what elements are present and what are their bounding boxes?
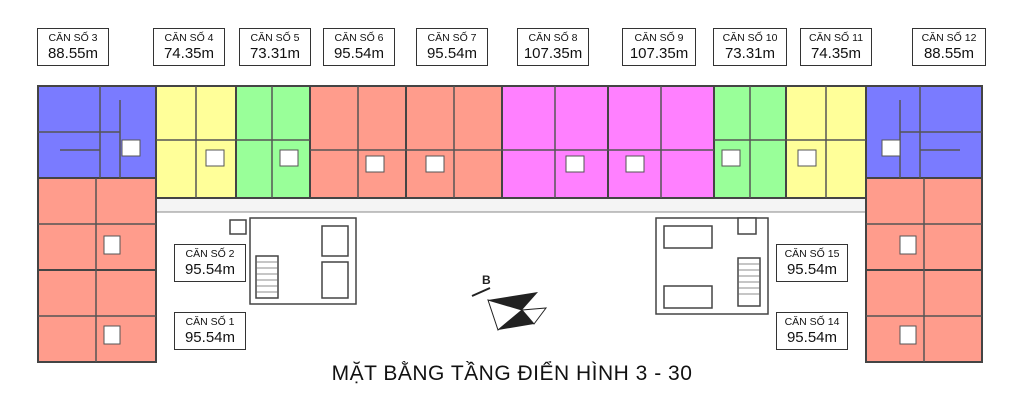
left-core <box>229 217 357 305</box>
right-core <box>655 217 769 315</box>
bathrooms <box>103 139 917 345</box>
right-stair-steps <box>738 263 760 295</box>
plan-title: MẶT BẰNG TẦNG ĐIỂN HÌNH 3 - 30 <box>331 362 693 385</box>
left-stair-steps <box>256 261 278 293</box>
unit-5-fill <box>235 85 311 199</box>
compass-icon: B <box>471 273 548 331</box>
compass-label: B <box>482 273 491 287</box>
interior-walls <box>38 86 982 362</box>
